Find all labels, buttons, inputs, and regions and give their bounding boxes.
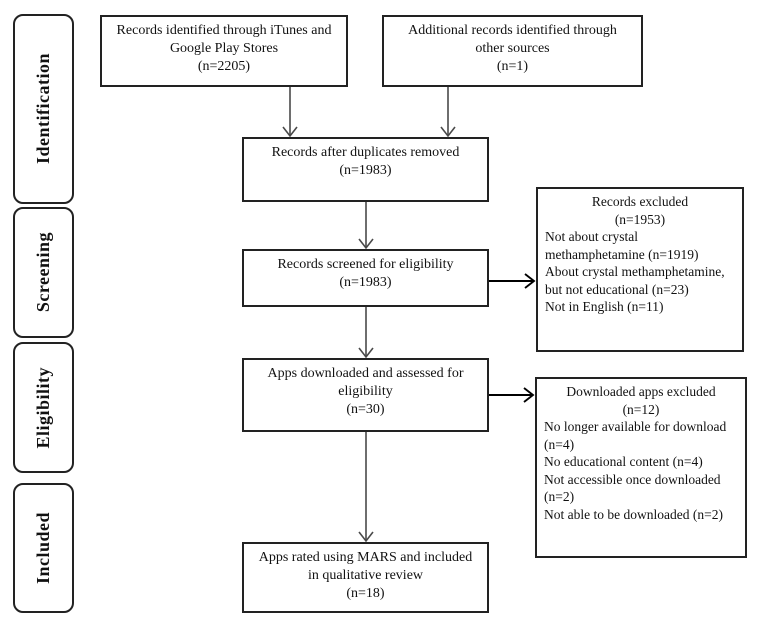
- box-count: (n=1983): [339, 274, 392, 290]
- box-count: (n=2205): [197, 58, 251, 74]
- exclusion-title: Downloaded apps excluded: [566, 384, 716, 399]
- stage-identification: Identification: [13, 14, 74, 204]
- box-text-line: Records screened for eligibility: [277, 257, 454, 272]
- box-text-line: Apps downloaded and assessed for: [267, 366, 464, 381]
- exclusion-count: (n=1953): [614, 211, 666, 227]
- exclusion-title: Records excluded: [591, 194, 689, 209]
- box-apps-rated-mars: Apps rated using MARS and included in qu…: [242, 542, 489, 613]
- exclusion-reason: Not accessible once downloaded (n=2): [544, 471, 721, 505]
- box-count: (n=30): [346, 401, 385, 417]
- exclusion-reason: No longer available for download (n=4): [544, 419, 727, 452]
- stage-eligibility: Eligibility: [13, 342, 74, 473]
- box-records-screened: Records screened for eligibility (n=1983…: [242, 249, 489, 307]
- arrow-duplicates-to-screened: [358, 202, 374, 250]
- arrow-additional-to-duplicates: [440, 87, 456, 138]
- stage-included: Included: [13, 483, 74, 613]
- box-downloaded-apps-excluded: Downloaded apps excluded (n=12) No longe…: [535, 377, 747, 558]
- stage-label: Screening: [33, 232, 53, 313]
- box-text-line: Additional records identified through: [408, 23, 617, 38]
- box-count: (n=18): [346, 585, 385, 601]
- box-additional-records: Additional records identified through ot…: [382, 15, 643, 87]
- arrow-assessed-to-apps-excluded: [489, 387, 535, 403]
- exclusion-reason: No educational content (n=4): [544, 454, 703, 470]
- arrow-screened-to-records-excluded: [489, 273, 536, 289]
- box-records-identified: Records identified through iTunes and Go…: [100, 15, 348, 87]
- arrow-assessed-to-rated: [358, 432, 374, 543]
- arrow-identified-to-duplicates: [282, 87, 298, 138]
- exclusion-count: (n=12): [622, 401, 660, 417]
- exclusion-reason: Not about crystal methamphetamine (n=191…: [545, 229, 699, 262]
- box-text-line: eligibility: [338, 383, 393, 399]
- box-records-excluded: Records excluded (n=1953) Not about crys…: [536, 187, 744, 352]
- box-text-line: in qualitative review: [307, 567, 424, 583]
- box-text-line: Records after duplicates removed: [271, 145, 460, 160]
- exclusion-reason: Not able to be downloaded (n=2): [544, 506, 723, 522]
- exclusion-reason: About crystal methamphetamine, but not e…: [545, 264, 725, 297]
- box-text-line: other sources: [475, 40, 550, 56]
- stage-label: Included: [33, 511, 53, 585]
- box-count: (n=1): [496, 58, 529, 74]
- stage-label: Identification: [33, 53, 53, 165]
- box-duplicates-removed: Records after duplicates removed (n=1983…: [242, 137, 489, 202]
- stage-label: Eligibility: [33, 366, 53, 449]
- box-text-line: Records identified through iTunes and: [116, 23, 332, 38]
- box-text-line: Google Play Stores: [169, 40, 279, 56]
- arrow-screened-to-assessed: [358, 307, 374, 359]
- box-count: (n=1983): [339, 162, 392, 178]
- exclusion-reason: Not in English (n=11): [545, 299, 664, 315]
- box-apps-assessed: Apps downloaded and assessed for eligibi…: [242, 358, 489, 432]
- stage-screening: Screening: [13, 207, 74, 338]
- box-text-line: Apps rated using MARS and included: [258, 550, 473, 565]
